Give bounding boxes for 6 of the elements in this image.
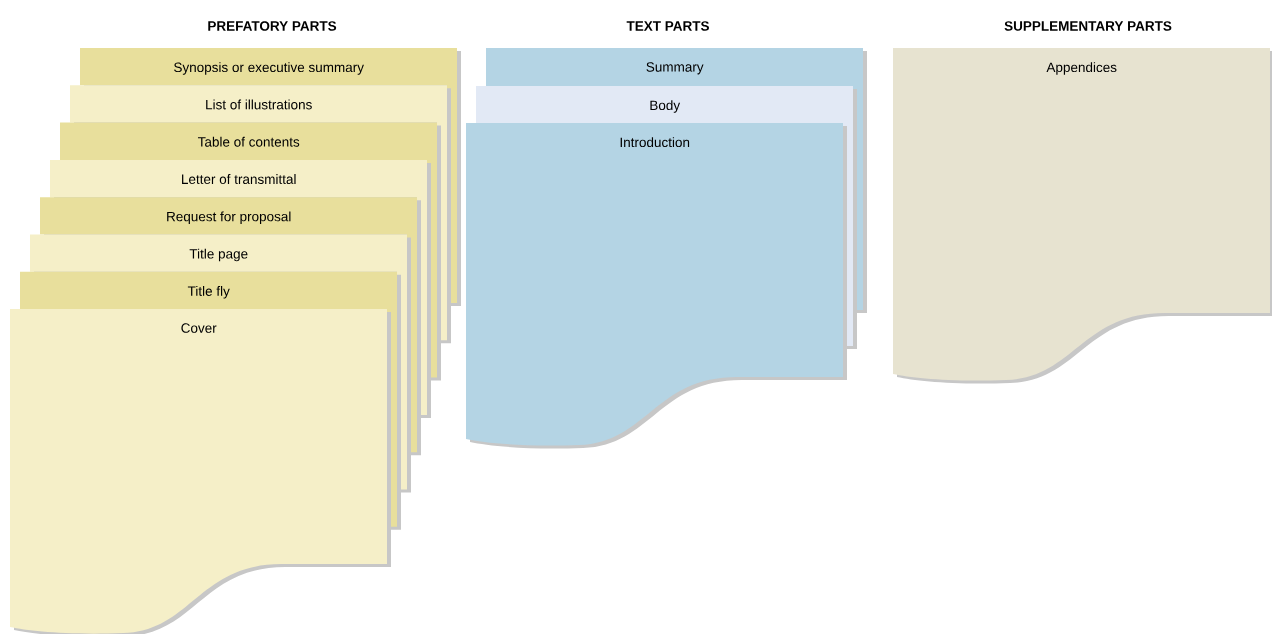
page-sheet: Cover xyxy=(10,309,391,634)
section-heading: TEXT PARTS xyxy=(626,21,709,31)
section-heading: SUPPLEMENTARY PARTS xyxy=(1004,21,1172,31)
section-heading: PREFATORY PARTS xyxy=(208,21,337,31)
page-sheet: Introduction xyxy=(466,123,847,449)
page-sheet: Appendices xyxy=(893,48,1272,384)
